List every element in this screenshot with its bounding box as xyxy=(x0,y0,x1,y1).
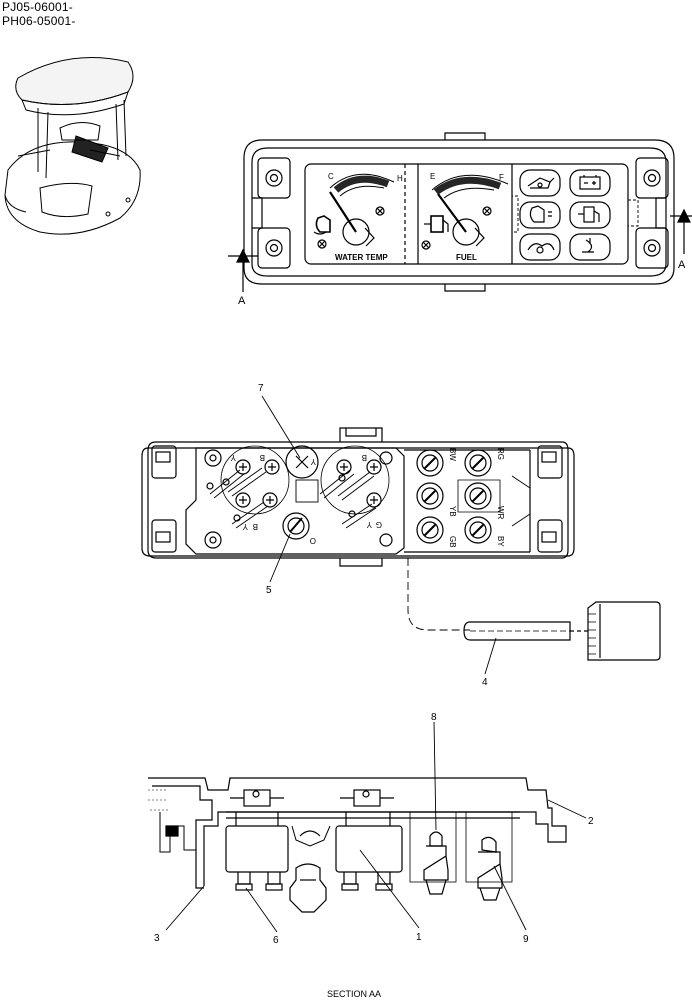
wire-code: BY xyxy=(496,536,505,547)
bulb-socket-8 xyxy=(423,831,449,895)
fuel-pump-icon xyxy=(424,215,449,233)
callout-leaders xyxy=(165,395,587,933)
instrument-panel-rear: Y B Y B Y B Y G O BW RG YB WR GB BY xyxy=(141,427,661,661)
battery-icon xyxy=(579,175,601,190)
wire-code: GB xyxy=(448,536,457,548)
wire-code: Y xyxy=(366,520,372,529)
machine-thumbnail xyxy=(4,57,141,235)
warning-lamps xyxy=(519,169,611,261)
section-letter-right: A xyxy=(678,259,686,271)
section-marker-right: A xyxy=(670,208,692,271)
callout-4: 4 xyxy=(482,677,488,688)
wire-code: B xyxy=(260,453,265,462)
wire-code: O xyxy=(310,536,316,545)
fuel-gauge: E F FUEL xyxy=(421,172,509,262)
callout-5: 5 xyxy=(266,585,272,596)
section-letter-left: A xyxy=(238,295,246,307)
wire-code: WR xyxy=(496,506,505,520)
wire-code: Y xyxy=(242,522,248,531)
section-view: SECTION AA xyxy=(148,777,567,999)
section-marker-left: A xyxy=(228,248,258,307)
fuel-low-label: E xyxy=(430,172,435,181)
wire-code: BW xyxy=(448,448,457,461)
wire-code: B xyxy=(253,522,258,531)
bulb-part xyxy=(463,601,661,661)
fuel-high-label: F xyxy=(499,173,504,182)
coolant-temp-icon xyxy=(313,215,331,235)
water-temp-label: WATER TEMP xyxy=(335,253,388,262)
oil-pressure-icon xyxy=(527,177,555,189)
callout-6: 6 xyxy=(273,935,279,946)
wire-code-labels: Y B Y B Y B Y G O BW RG YB WR GB BY xyxy=(230,448,505,548)
callout-8: 8 xyxy=(431,712,437,723)
callout-2: 2 xyxy=(588,816,594,827)
panel-bosses xyxy=(257,157,669,269)
callout-numbers: 7 5 4 8 2 3 6 1 9 xyxy=(154,383,594,946)
callout-3: 3 xyxy=(154,933,160,944)
wire-code: YB xyxy=(448,506,457,517)
air-filter-icon xyxy=(527,243,555,254)
wire-code: Y xyxy=(310,457,316,466)
water-temp-gauge: C H WATER TEMP xyxy=(313,172,403,262)
bulb-socket-9 xyxy=(477,836,503,901)
section-caption: SECTION AA xyxy=(327,989,381,999)
water-temp-high-label: H xyxy=(397,174,403,183)
wire-code: Y xyxy=(230,453,236,462)
fuel-label: FUEL xyxy=(456,253,477,262)
coolant-warning-icon xyxy=(529,205,552,223)
terminals-center xyxy=(319,451,393,547)
callout-7: 7 xyxy=(258,383,264,394)
wire-code: B xyxy=(362,453,367,462)
fuel-warning-icon xyxy=(578,206,600,223)
terminals-left xyxy=(204,445,319,549)
wire-code: RG xyxy=(496,448,505,460)
bulb-sockets xyxy=(416,449,501,544)
serial-range-1: PJ05-06001- xyxy=(2,0,73,14)
glow-plug-icon xyxy=(582,238,594,253)
callout-9: 9 xyxy=(523,934,529,945)
water-temp-low-label: C xyxy=(328,172,334,181)
wire-code: G xyxy=(376,520,382,529)
serial-range-2: PH06-05001- xyxy=(2,14,76,28)
callout-1: 1 xyxy=(416,932,422,943)
instrument-panel-front: C H WATER TEMP E F xyxy=(228,132,692,307)
